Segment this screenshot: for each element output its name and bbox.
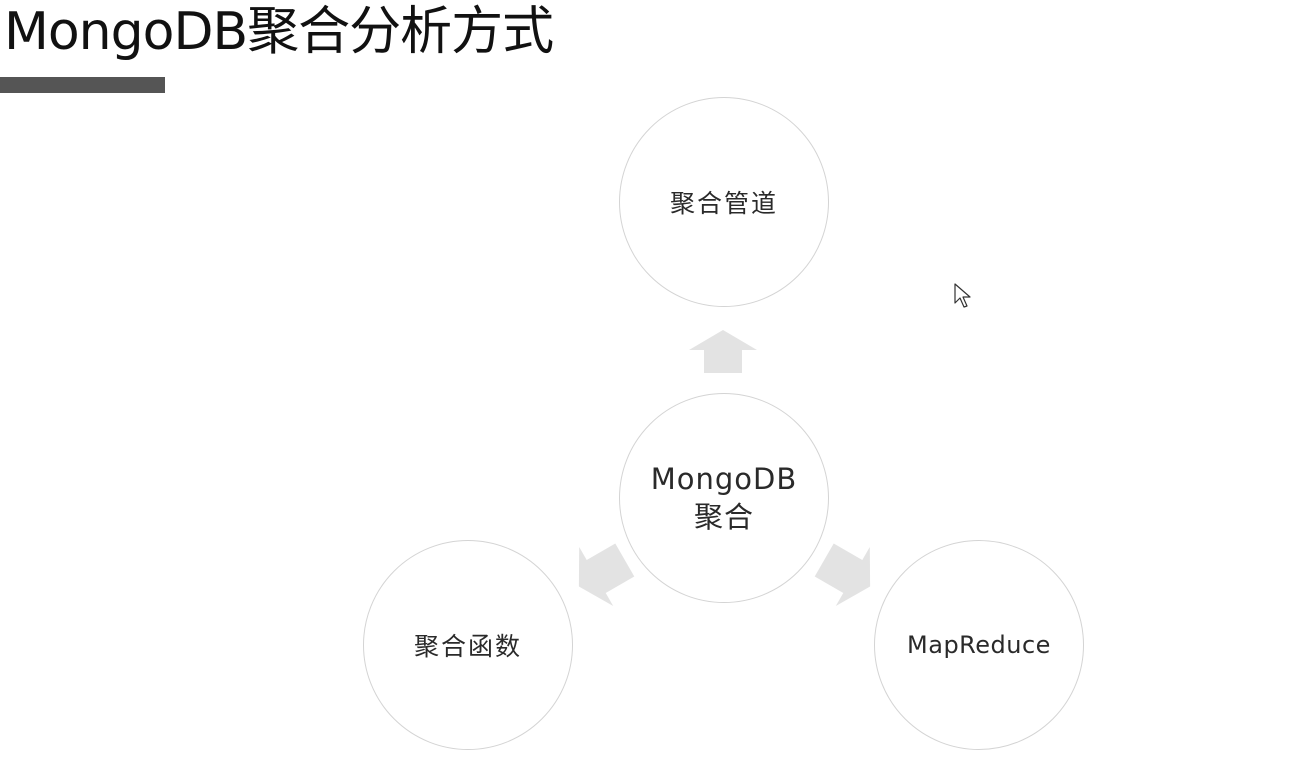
node-label: 聚合管道 bbox=[669, 189, 778, 218]
title-underline-bar bbox=[0, 77, 165, 93]
node-aggregation-pipeline: 聚合管道 bbox=[619, 97, 829, 307]
center-label-line1: MongoDB bbox=[650, 462, 798, 496]
mouse-pointer-icon bbox=[954, 283, 971, 308]
arrow-down-right-icon bbox=[814, 543, 871, 606]
center-label: MongoDB 聚合 bbox=[651, 460, 798, 536]
slide-title: MongoDB聚合分析方式 bbox=[4, 2, 554, 62]
node-label: 聚合函数 bbox=[413, 632, 522, 661]
arrow-up-icon bbox=[689, 330, 757, 373]
center-label-line2: 聚合 bbox=[693, 500, 754, 534]
node-label: MapReduce bbox=[907, 631, 1051, 659]
node-mongodb-aggregation: MongoDB 聚合 bbox=[619, 393, 829, 603]
node-mapreduce: MapReduce bbox=[874, 540, 1084, 750]
node-aggregation-functions: 聚合函数 bbox=[363, 540, 573, 750]
